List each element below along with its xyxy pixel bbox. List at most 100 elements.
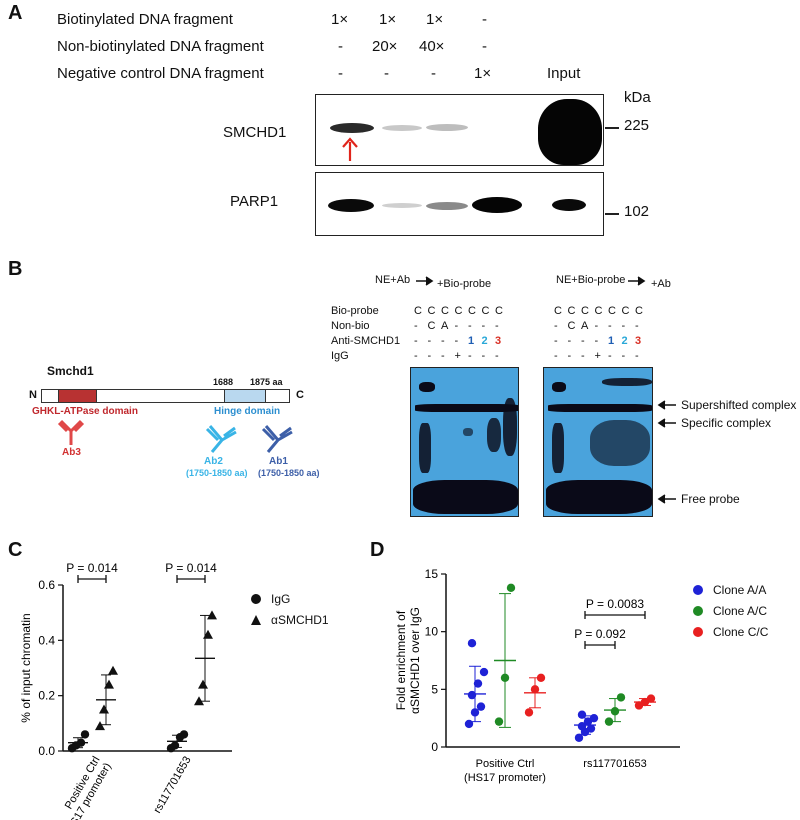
n-terminus: N — [29, 389, 37, 401]
y-tick-label: 10 — [425, 625, 439, 639]
lane-anti-mark: - — [454, 335, 459, 347]
p-value-label: P = 0.014 — [165, 561, 217, 575]
lane-igg-mark: - — [468, 350, 472, 362]
lane-nonbio-mark: - — [594, 320, 599, 332]
legend-d-aa: Clone A/A — [713, 583, 767, 597]
lane-igg-mark: - — [581, 350, 585, 362]
lane-bio-mark: C — [468, 305, 476, 317]
p-value-label: P = 0.014 — [66, 561, 118, 575]
marker-tick — [605, 213, 619, 215]
blot-band — [472, 197, 522, 213]
lane-bio-mark: C — [481, 305, 490, 317]
ab1-antibody-icon — [261, 425, 293, 453]
lane-anti-mark: - — [554, 335, 558, 347]
lane-anti-mark: - — [581, 335, 585, 347]
marker-tick — [605, 127, 619, 129]
legend-circle-icon — [251, 594, 261, 604]
panel-c-letter: C — [8, 539, 23, 561]
gel-row-label: Anti-SMCHD1 — [331, 335, 401, 347]
input-label: Input — [547, 65, 581, 82]
ab1-label: Ab1 — [269, 456, 288, 467]
lane-bio-mark: C — [495, 305, 503, 317]
gel-row-label: Non-bio — [331, 320, 370, 332]
data-point-smchd1 — [194, 696, 204, 706]
gel-row-label: Bio-probe — [331, 305, 379, 317]
atpase-domain — [58, 389, 97, 403]
cell: 1× — [331, 11, 349, 28]
data-point-smchd1 — [99, 704, 109, 714]
lane-bio-mark: C — [554, 305, 562, 317]
annot-free-probe: Free probe — [681, 492, 740, 506]
data-point — [494, 717, 504, 726]
legend-dot-icon — [693, 606, 703, 616]
cell: 20× — [372, 38, 398, 55]
blot-band — [426, 124, 468, 131]
gel-row-label: IgG — [331, 350, 349, 362]
marker-225: 225 — [624, 117, 650, 134]
marker-102: 102 — [624, 203, 650, 220]
data-point-igg — [80, 730, 90, 739]
data-point — [589, 713, 599, 723]
lane-igg-mark: - — [621, 350, 626, 362]
lane-igg-mark: - — [554, 350, 558, 362]
data-point — [524, 708, 534, 717]
arrow-left-icon — [657, 400, 676, 410]
annot-supershifted: Supershifted complex — [681, 398, 797, 412]
row-label-negative-control: Negative control DNA fragment — [57, 65, 264, 82]
cell: - — [482, 11, 487, 28]
lane-nonbio-mark: - — [621, 320, 626, 332]
y-tick-label: 5 — [431, 682, 438, 696]
blot-band — [426, 202, 468, 210]
lane-bio-mark: C — [441, 305, 449, 317]
legend-d-cc: Clone C/C — [713, 625, 769, 639]
lane-anti-mark: 1 — [608, 335, 615, 347]
row-label-nonbiotinylated: Non-biotinylated DNA fragment — [57, 38, 264, 55]
panel-d-letter: D — [370, 539, 385, 561]
cell: - — [431, 65, 436, 82]
blot-band — [552, 199, 586, 211]
y-tick-label: 0.0 — [38, 744, 55, 758]
x-category-label: rs117701653 — [583, 758, 646, 770]
legend-dot-icon — [693, 627, 703, 637]
lane-bio-mark: C — [608, 305, 616, 317]
protein-name: Smchd1 — [47, 364, 94, 378]
y-tick-label: 0.6 — [38, 578, 55, 592]
lane-igg-mark: + — [454, 350, 461, 362]
cell: - — [338, 38, 343, 55]
lane-nonbio-mark: A — [441, 320, 449, 332]
blot-band — [382, 125, 422, 131]
ab2-range: (1750-1850 aa) — [186, 468, 248, 478]
legend-c-smchd1: αSMCHD1 — [271, 613, 329, 627]
blot-band — [538, 99, 602, 165]
lane-anti-mark: - — [427, 335, 432, 347]
lane-nonbio-mark: - — [635, 320, 639, 332]
data-point-smchd1 — [198, 679, 208, 689]
ab3-antibody-icon — [57, 419, 85, 445]
lane-anti-mark: 2 — [481, 335, 488, 347]
x-category-label: Positive Ctrl(HS17 promoter) — [464, 758, 546, 784]
data-point-igg — [170, 741, 180, 750]
cell: 1× — [426, 11, 444, 28]
p-value-label: P = 0.092 — [574, 627, 626, 641]
data-point — [574, 733, 584, 742]
ab2-antibody-icon — [205, 425, 237, 453]
cell: 40× — [419, 38, 445, 55]
lane-nonbio-mark: C — [567, 320, 576, 332]
atpase-label: GHKL-ATPase domain — [32, 406, 138, 417]
data-point — [506, 583, 516, 593]
lane-nonbio-mark: - — [554, 320, 558, 332]
lane-igg-mark: - — [414, 350, 418, 362]
emsa-gel-left — [410, 367, 519, 517]
lane-igg-mark: - — [441, 350, 445, 362]
data-point — [586, 724, 596, 733]
lane-nonbio-mark: - — [608, 320, 612, 332]
lane-bio-mark: C — [594, 305, 603, 317]
lane-igg-mark: + — [594, 350, 601, 362]
lane-bio-mark: C — [621, 305, 630, 317]
legend-dot-icon — [693, 585, 703, 595]
lane-igg-mark: - — [427, 350, 432, 362]
arrow-right-icon — [416, 276, 434, 286]
y-axis-label: Fold enrichment ofαSMCHD1 over IgG — [394, 607, 422, 714]
lane-anti-mark: - — [441, 335, 445, 347]
